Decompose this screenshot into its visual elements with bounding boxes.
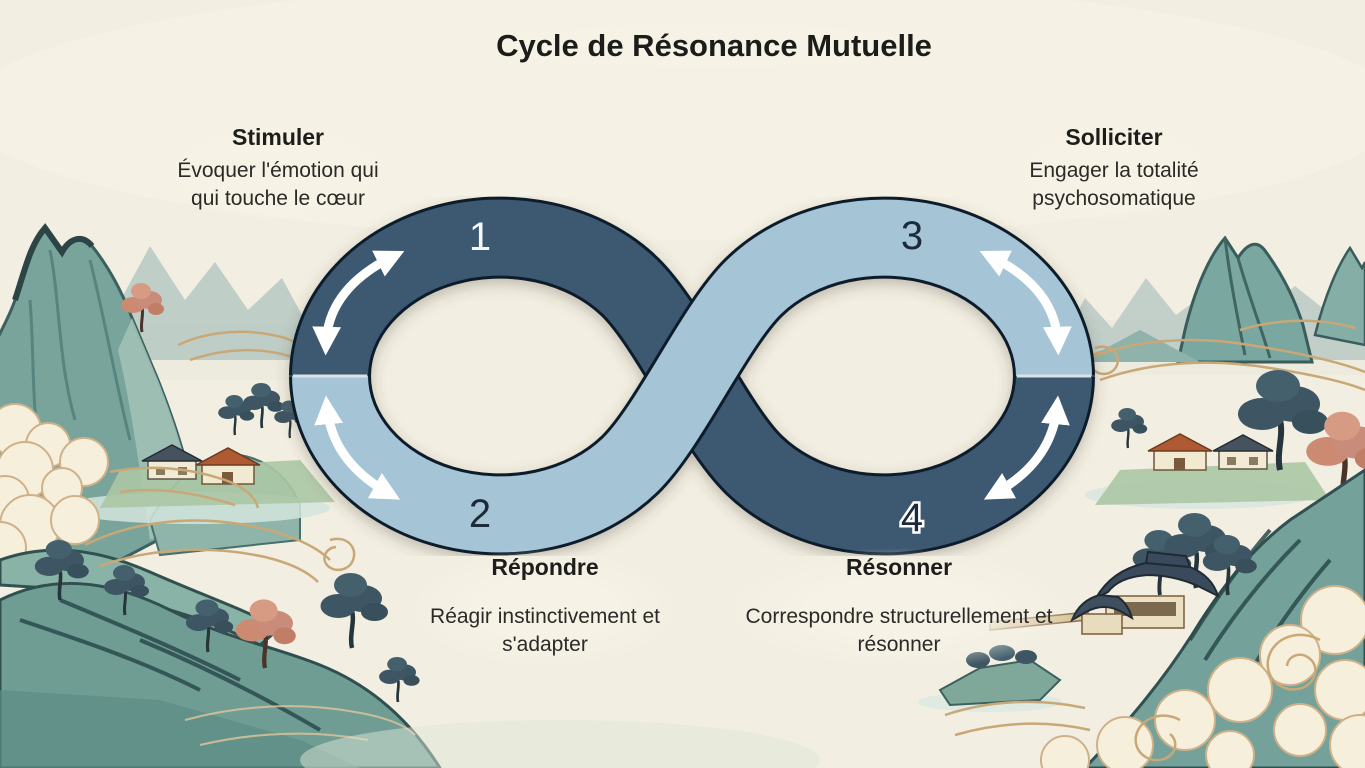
bottom-left-slope [0,538,442,768]
bottom-wash [300,720,820,768]
step-desc-repondre: Réagir instinctivement et s'adapter [430,605,660,657]
arrow-top-left [312,250,405,356]
bottom-left-swirls [84,519,356,583]
step-desc-stimuler: Évoquer l'émotion qui qui touche le cœur [177,159,379,211]
right-cloud-swirls [1084,319,1365,392]
step-label-repondre: Répondre Réagir instinctivement et s'ada… [404,548,686,670]
step-name-stimuler: Stimuler [231,124,325,150]
section-number-3: 3 [901,214,923,258]
step-label-resonner: Résonner Correspondre structurellement e… [719,548,1079,670]
left-village [60,381,335,524]
step-label-solliciter: Solliciter Engager la totalité psychosom… [1003,118,1225,224]
step-name-resonner: Résonner [845,554,953,580]
page-title: Cycle de Résonance Mutuelle [450,20,978,72]
step-name-repondre: Répondre [491,554,599,580]
step-desc-resonner: Correspondre structurellement et résonne… [745,605,1053,657]
section-number-1: 1 [469,215,491,259]
section-number-2: 2 [469,492,491,536]
step-label-stimuler: Stimuler Évoquer l'émotion qui qui touch… [151,118,405,224]
right-mountain [1080,235,1365,364]
section-number-4: 4 [901,496,923,540]
right-village [1085,370,1365,509]
step-desc-solliciter: Engager la totalité psychosomatique [1029,159,1199,211]
arrow-bottom-left [314,395,401,500]
arrow-top-right [979,250,1072,356]
bottom-right-clouds [944,585,1365,768]
step-name-solliciter: Solliciter [1065,124,1163,150]
arrow-bottom-right [983,395,1070,500]
